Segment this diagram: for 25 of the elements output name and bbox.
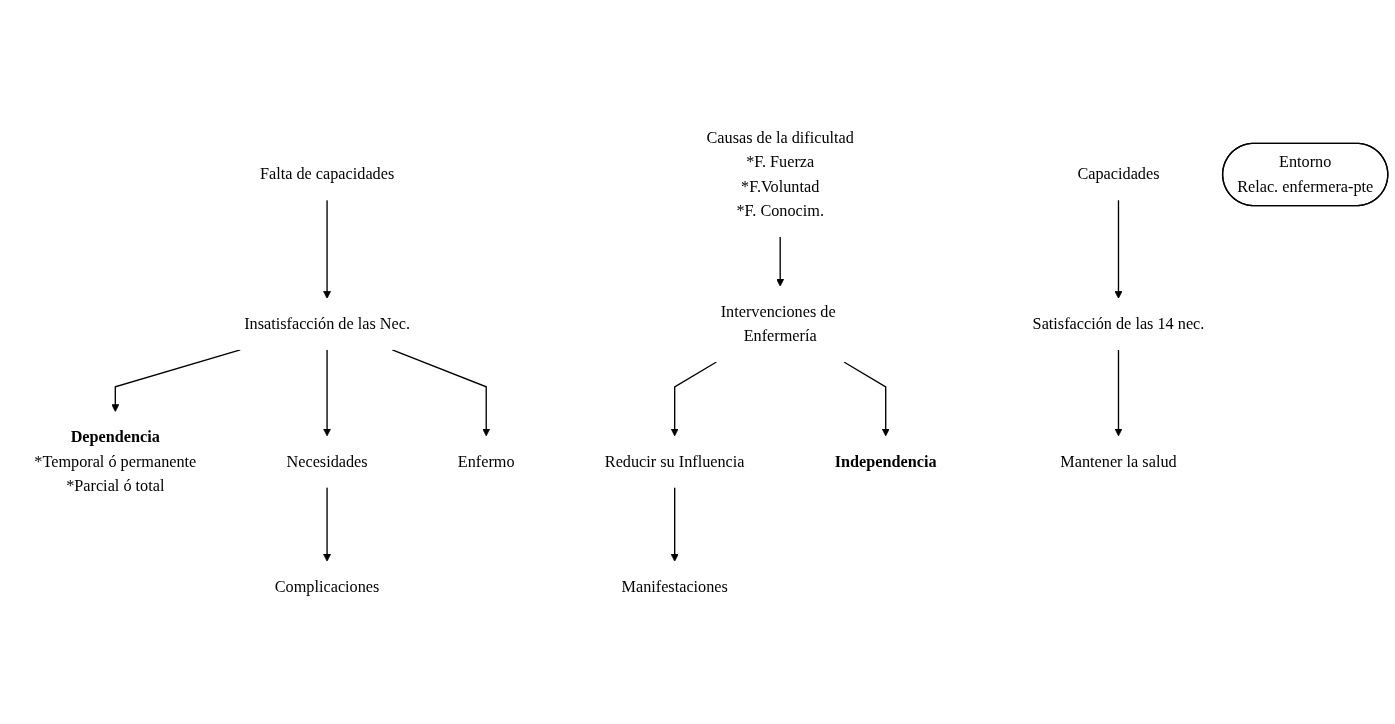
arrow	[670, 360, 718, 436]
node-text: Enfermo	[457, 451, 515, 470]
arrow	[843, 360, 890, 436]
node-text: Reducir su Influencia	[604, 451, 745, 470]
arrow	[776, 235, 785, 287]
arrow	[1114, 199, 1123, 299]
arrow	[323, 199, 332, 299]
node-text: Causas de la dificultad *F. Fuerza *F.Voluntad *F. Conocim.	[706, 127, 854, 220]
arrow	[391, 348, 491, 436]
arrow	[1114, 348, 1123, 436]
node-text: Falta de capacidades	[259, 164, 395, 183]
node-text: Independencia	[834, 451, 937, 470]
arrow	[670, 486, 679, 562]
node-text: Capacidades	[1077, 164, 1160, 183]
arrow	[323, 486, 332, 562]
arrow	[111, 348, 241, 412]
node-text: Dependencia *Temporal ó permanente *Parcial ó total	[34, 427, 197, 495]
node-text: Manifestaciones	[621, 577, 728, 596]
node-text: Intervenciones de Enfermería	[720, 302, 836, 345]
node-text: Satisfacción de las 14 nec.	[1032, 314, 1205, 333]
node-text: Necesidades	[286, 451, 368, 470]
arrow	[323, 348, 332, 436]
node-text: Complicaciones	[274, 577, 380, 596]
node-text: Insatisfacción de las Nec.	[244, 314, 411, 333]
node-text: Mantener la salud	[1060, 451, 1177, 470]
